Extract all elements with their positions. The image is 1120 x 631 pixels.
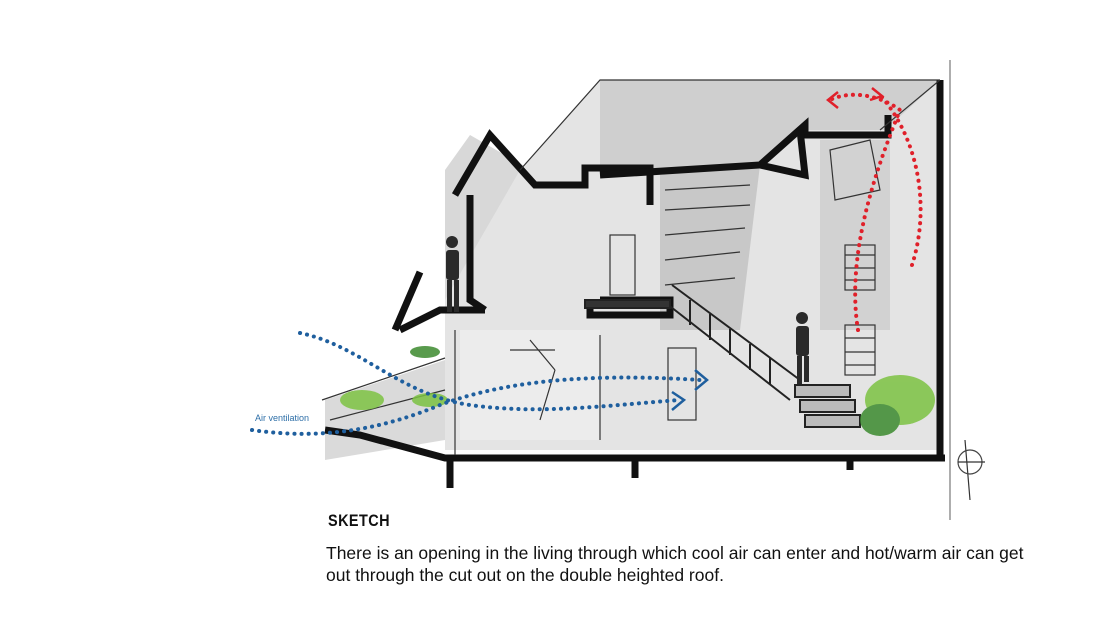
structure-walls bbox=[324, 80, 945, 488]
person-silhouettes bbox=[446, 236, 809, 384]
vegetation bbox=[340, 346, 935, 436]
hot-air-arrowheads bbox=[825, 87, 885, 109]
hot-air-flow bbox=[828, 92, 923, 332]
cool-air-arrowheads bbox=[671, 369, 709, 411]
sketch-lines bbox=[321, 60, 985, 520]
air-ventilation-label: Air ventilation bbox=[255, 413, 309, 423]
caption-title: SKETCH bbox=[328, 511, 390, 530]
caption-body: There is an opening in the living throug… bbox=[326, 543, 1024, 585]
staircase bbox=[584, 284, 861, 428]
cool-air-flow bbox=[250, 331, 702, 436]
